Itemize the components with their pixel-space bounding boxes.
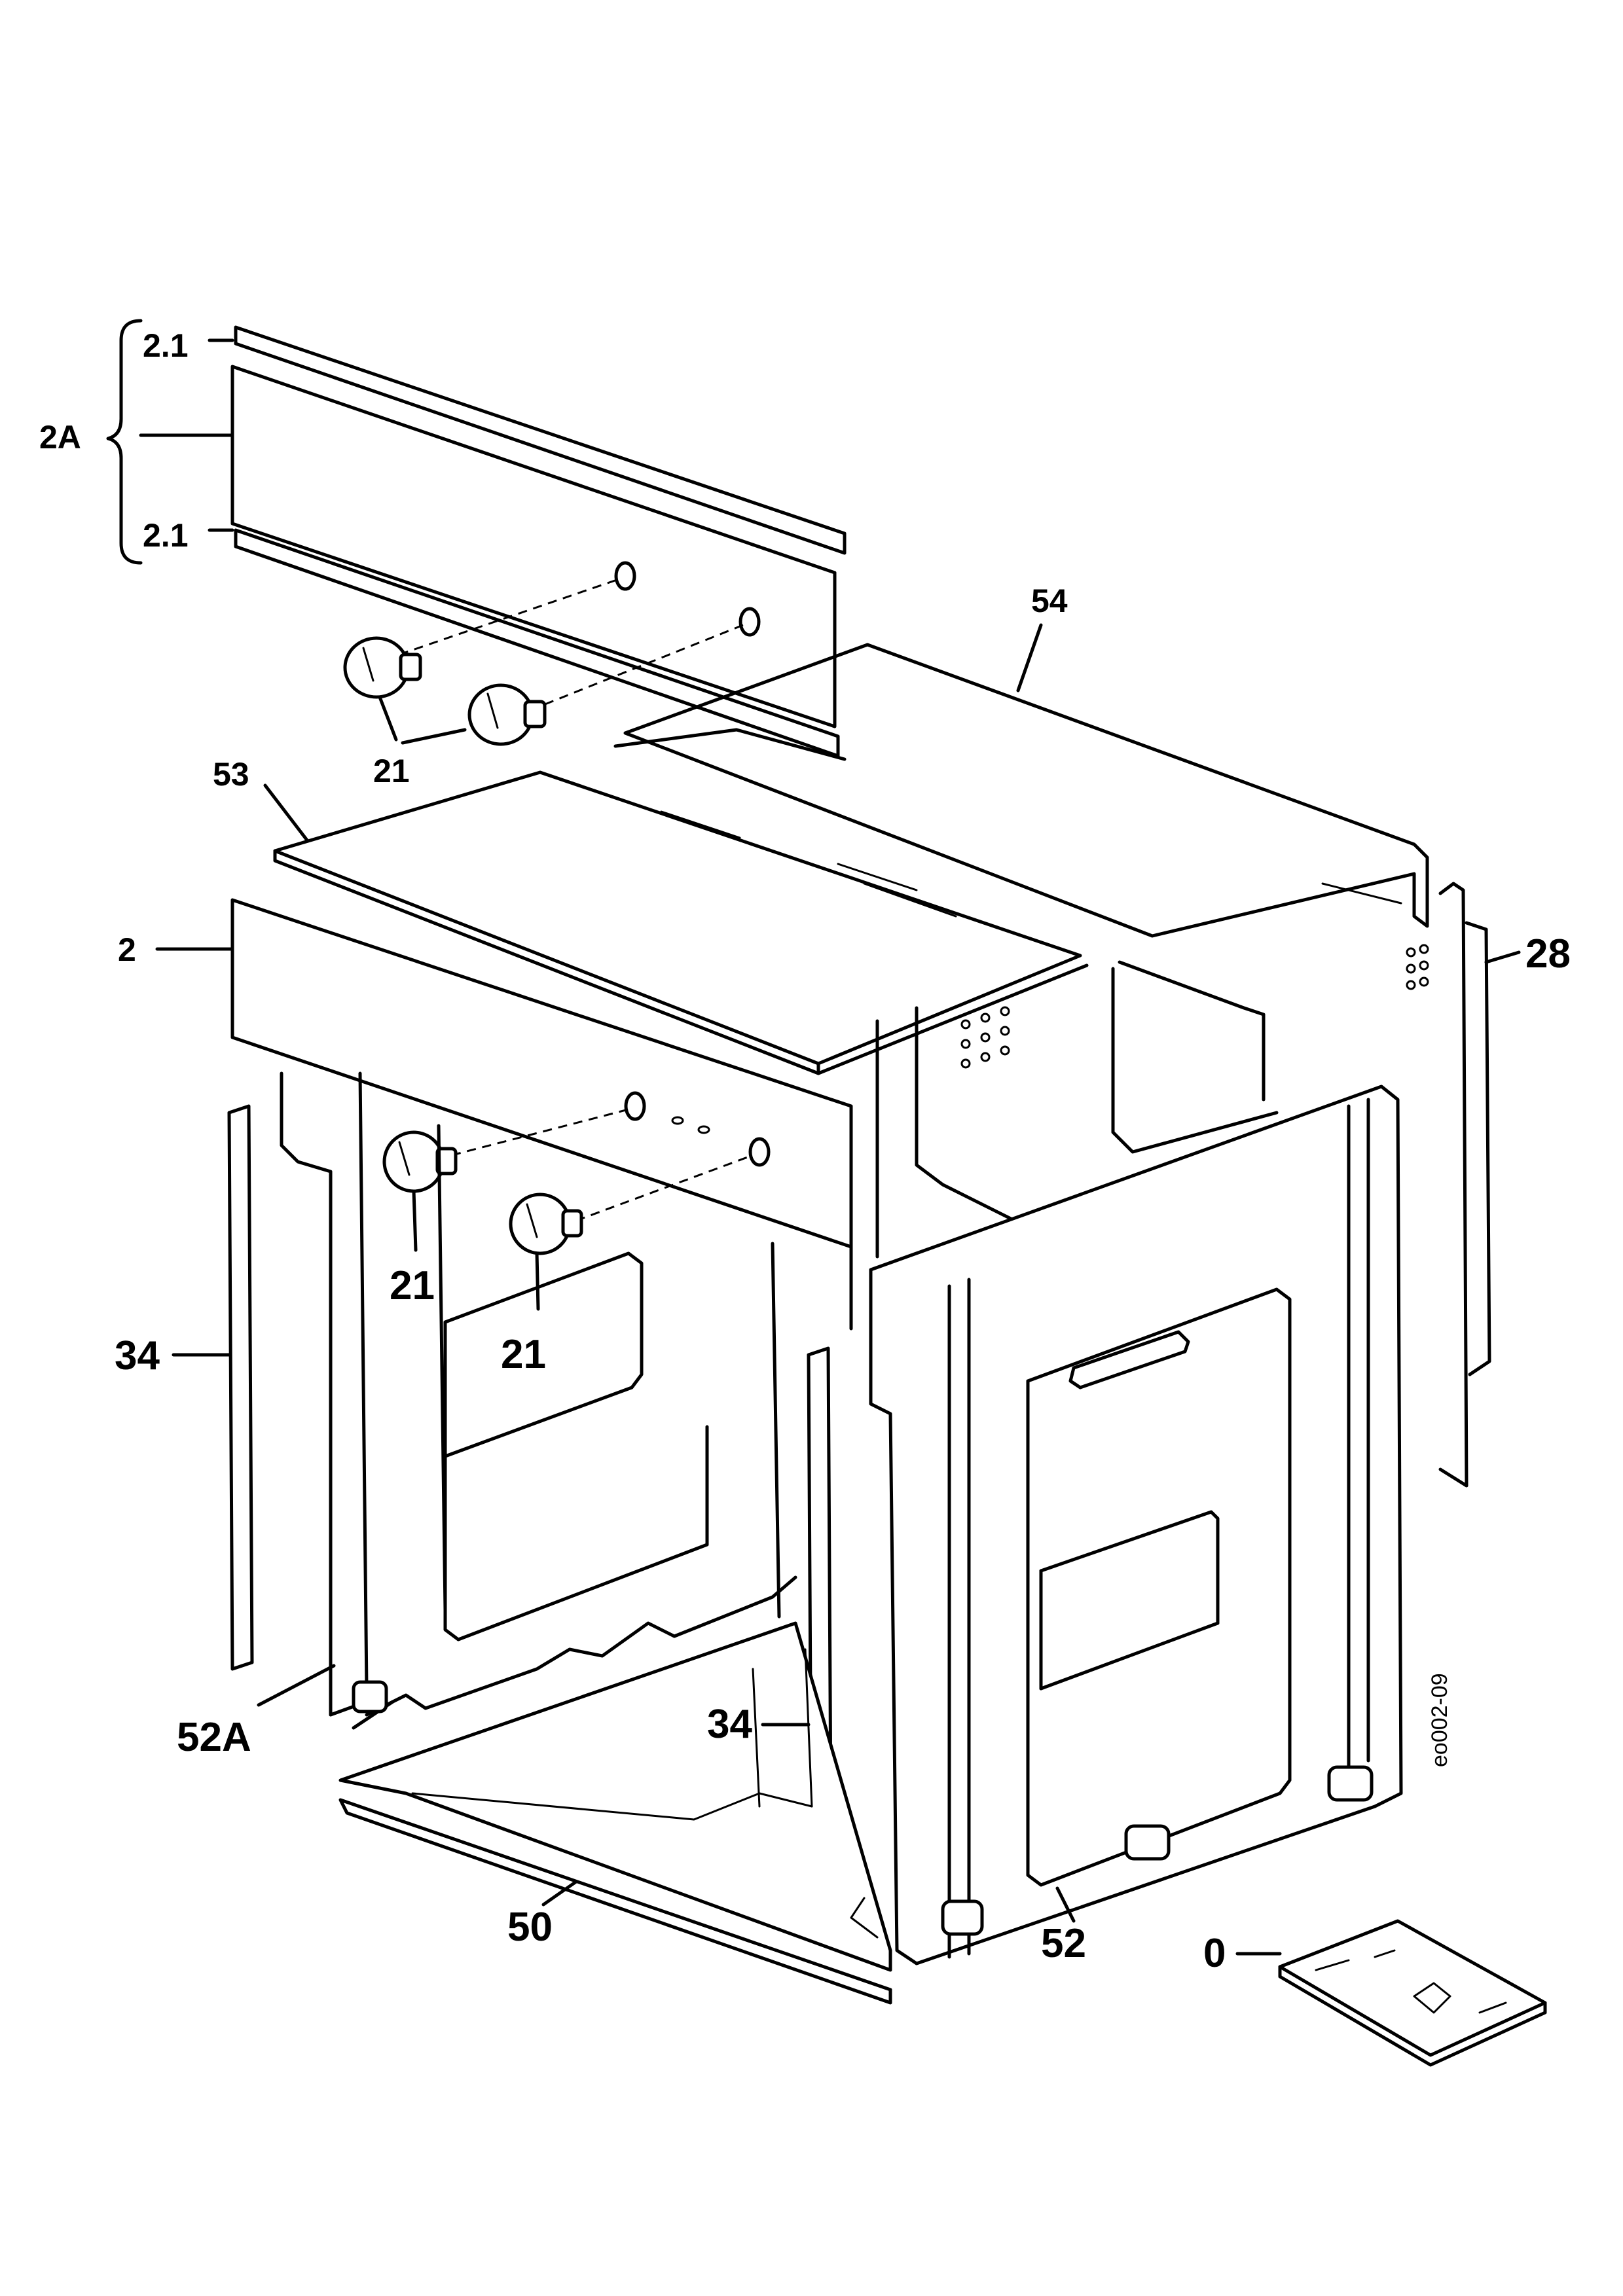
label-50: 50 <box>507 1905 553 1950</box>
upper-front-panel <box>230 365 837 728</box>
trim-strip-top <box>234 325 847 555</box>
top-cover-54 <box>613 643 1429 938</box>
figure-code: eo002-09 <box>1427 1673 1452 1767</box>
label-53: 53 <box>213 756 249 793</box>
rear-panel-28 <box>1438 882 1491 1488</box>
label-2: 2 <box>118 931 136 968</box>
side-panel-52 <box>869 1085 1403 1965</box>
label-28: 28 <box>1525 931 1571 977</box>
upper-panel-assembly-2A <box>230 325 847 758</box>
knob-lower-1 <box>382 1130 458 1193</box>
bottom-plate-50 <box>338 1621 892 2005</box>
knob-upper-2 <box>467 683 547 746</box>
upper-knobs <box>343 636 547 746</box>
label-2A: 2A <box>39 419 81 456</box>
callout-leaders <box>106 319 1521 1956</box>
knob-upper-1 <box>343 636 422 699</box>
oven-cavity <box>280 944 1429 1730</box>
top-plate-53 <box>273 770 1089 1075</box>
label-2-1-top: 2.1 <box>143 327 189 364</box>
knob-hole-3 <box>624 1091 646 1121</box>
label-34-right: 34 <box>707 1702 752 1747</box>
knob-hole-2 <box>739 607 761 637</box>
label-21-right: 21 <box>501 1332 546 1377</box>
label-34-left: 34 <box>115 1333 160 1378</box>
callout-labels: 2.1 2A 2.1 54 21 53 2 28 21 21 34 34 52A… <box>39 327 1571 1976</box>
knob-lower-2 <box>509 1193 583 1255</box>
instruction-booklet-0 <box>1278 1919 1547 2067</box>
lower-knobs <box>382 1130 583 1255</box>
label-0: 0 <box>1203 1931 1226 1976</box>
label-21-left: 21 <box>390 1263 435 1308</box>
label-52A: 52A <box>177 1715 251 1760</box>
label-54: 54 <box>1031 583 1068 619</box>
label-52: 52 <box>1041 1921 1086 1966</box>
knob-hole-4 <box>748 1137 771 1167</box>
knob-hole-1 <box>614 561 636 591</box>
label-21-upper: 21 <box>373 753 410 789</box>
side-panel-52A <box>329 1680 388 1717</box>
seal-left <box>227 1104 254 1671</box>
label-2-1-bottom: 2.1 <box>143 517 189 554</box>
